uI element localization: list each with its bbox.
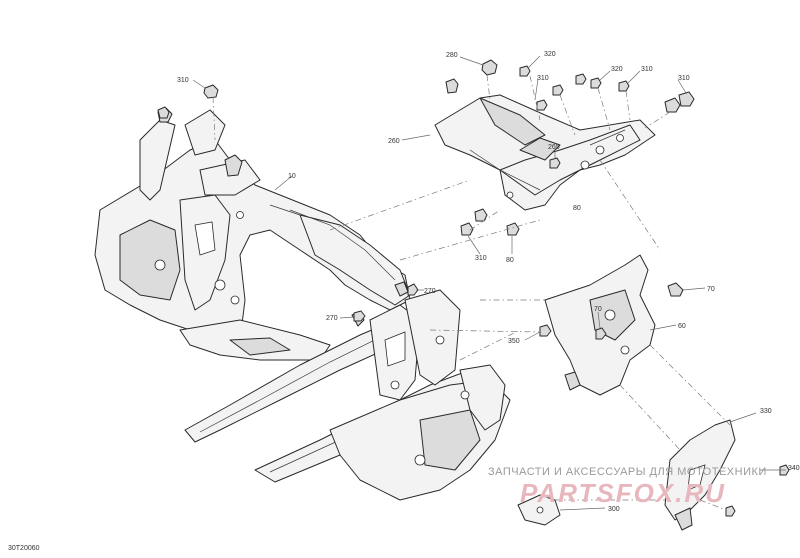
callout-270-b: 270 [326, 315, 338, 322]
callout-310-a: 310 [177, 77, 189, 84]
callout-70-a: 70 [707, 286, 715, 293]
callout-350: 350 [508, 338, 520, 345]
callout-10: 10 [288, 173, 296, 180]
callout-310-d: 310 [678, 75, 690, 82]
callout-320-b: 320 [611, 66, 623, 73]
callout-320-a: 320 [544, 51, 556, 58]
rear-bracket [544, 254, 656, 396]
callout-270-a: 270 [424, 288, 436, 295]
callout-80-a: 80 [573, 205, 581, 212]
callout-80-b: 80 [506, 257, 514, 264]
callout-260: 260 [388, 138, 400, 145]
callout-310-c: 310 [641, 66, 653, 73]
fasteners [157, 59, 790, 517]
drawing-code: 30T20060 [8, 545, 40, 552]
callout-300: 300 [608, 506, 620, 513]
callout-265: 265 [548, 144, 560, 151]
small-bracket [517, 494, 561, 526]
callout-330: 330 [760, 408, 772, 415]
watermark: ЗАПЧАСТИ И АКСЕССУАРЫ ДЛЯ МОТОТЕХНИКИ PA… [488, 466, 767, 508]
callouts: 10 60 70 70 80 80 260 265 270 270 280 30… [177, 51, 800, 513]
callout-310-e: 310 [475, 255, 487, 262]
callout-280: 280 [446, 52, 458, 59]
watermark-tagline: ЗАПЧАСТИ И АКСЕССУАРЫ ДЛЯ МОТОТЕХНИКИ [488, 466, 767, 478]
watermark-logo: PARTSFOX.RU [520, 478, 726, 508]
skid-plate [664, 419, 736, 531]
leader-lines [192, 55, 786, 511]
callout-70-b: 70 [594, 306, 602, 313]
callout-60: 60 [678, 323, 686, 330]
callout-310-b: 310 [537, 75, 549, 82]
callout-340: 340 [788, 465, 800, 472]
rear-crossmember [434, 94, 656, 211]
main-frame [94, 107, 511, 501]
